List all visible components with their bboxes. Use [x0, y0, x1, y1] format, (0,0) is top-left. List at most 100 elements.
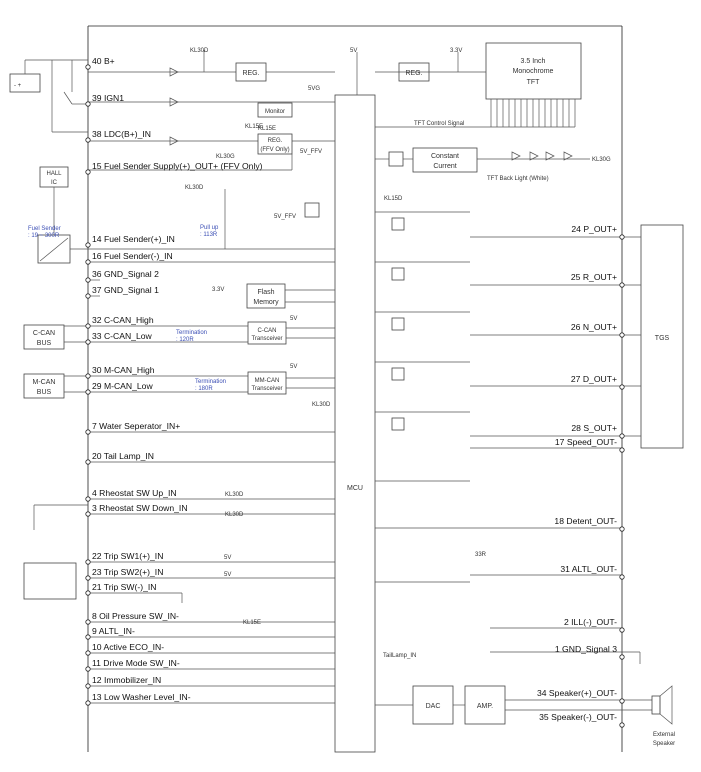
right-pin-label-26: 26 N_OUT+ — [571, 322, 617, 332]
right-pin-terminal — [619, 447, 625, 453]
svg-text:33R: 33R — [475, 552, 487, 558]
svg-text:C-CAN: C-CAN — [33, 330, 55, 337]
svg-text:TFT: TFT — [527, 79, 541, 86]
svg-text:KL30D: KL30D — [190, 48, 209, 54]
svg-text:: 19 ~ 300R: : 19 ~ 300R — [28, 233, 60, 239]
left-pin-terminal — [85, 590, 91, 596]
output-drivers — [375, 211, 641, 664]
svg-text:TFT Back Light (White): TFT Back Light (White) — [487, 176, 549, 182]
svg-text:5V: 5V — [224, 572, 231, 578]
svg-text:REG.: REG. — [405, 70, 422, 77]
tft-display-block: 3.5 Inch Monochrome TFT — [485, 42, 582, 127]
left-pin-label-30: 30 M-CAN_High — [92, 365, 155, 375]
svg-text:Fuel Sender: Fuel Sender — [28, 226, 61, 232]
left-pin-terminal — [85, 559, 91, 565]
svg-text:KL15D: KL15D — [384, 196, 403, 202]
left-pin-label-39: 39 IGN1 — [92, 93, 124, 103]
audio-section: DAC AMP. External Speaker — [375, 685, 675, 747]
right-pin-terminal — [619, 332, 625, 338]
svg-text:: 180R: : 180R — [195, 386, 213, 392]
svg-text:3.5 Inch: 3.5 Inch — [521, 58, 546, 65]
svg-text:KL30D: KL30D — [225, 492, 244, 498]
left-pin-label-10: 10 Active ECO_IN- — [92, 642, 164, 652]
right-pin-terminal — [619, 433, 625, 439]
svg-text:Termination: Termination — [195, 379, 226, 385]
right-pin-label-28: 28 S_OUT+ — [571, 423, 617, 433]
tft-control-label: TFT Control Signal — [414, 121, 464, 127]
svg-text:Transceiver: Transceiver — [251, 336, 282, 342]
mcu-block: MCU — [334, 94, 376, 753]
svg-text:KL15E: KL15E — [258, 126, 276, 132]
svg-text:KL30D: KL30D — [185, 185, 204, 191]
left-pin-terminal — [85, 373, 91, 379]
power-section: - + REG. REG. Monitor REG. (FFV Only) — [9, 50, 486, 171]
svg-text:BUS: BUS — [37, 340, 52, 347]
right-pin-terminal — [619, 698, 625, 704]
svg-text:Transceiver: Transceiver — [251, 386, 282, 392]
left-pin-label-4: 4 Rheostat SW Up_IN — [92, 488, 177, 498]
svg-text:TGS: TGS — [655, 335, 670, 342]
left-pin-terminal — [85, 339, 91, 345]
left-pin-label-21: 21 Trip SW(-)_IN — [92, 582, 156, 592]
svg-text:5V: 5V — [224, 555, 231, 561]
left-pin-label-16: 16 Fuel Sender(-)_IN — [92, 251, 173, 261]
left-pin-terminal — [85, 277, 91, 283]
left-pin-terminal — [85, 293, 91, 299]
left-pin-label-22: 22 Trip SW1(+)_IN — [92, 551, 163, 561]
svg-text:Pull up: Pull up — [200, 225, 219, 231]
right-pin-label-1: 1 GND_Signal 3 — [555, 644, 617, 654]
left-pin-terminal — [85, 666, 91, 672]
svg-text:Monitor: Monitor — [265, 109, 285, 115]
right-pin-terminal — [619, 384, 625, 390]
right-pin-label-2: 2 ILL(-)_OUT- — [564, 617, 617, 627]
left-pin-label-14: 14 Fuel Sender(+)_IN — [92, 234, 175, 244]
svg-text:KL30G: KL30G — [216, 154, 235, 160]
right-pin-label-35: 35 Speaker(-)_OUT- — [539, 712, 617, 722]
left-pin-terminal — [85, 259, 91, 265]
svg-text:: 120R: : 120R — [176, 337, 194, 343]
right-pin-label-17: 17 Speed_OUT- — [555, 437, 617, 447]
right-pin-label-24: 24 P_OUT+ — [571, 224, 617, 234]
svg-text:- +: - + — [14, 83, 22, 89]
left-pin-label-38: 38 LDC(B+)_IN — [92, 129, 151, 139]
left-pin-label-7: 7 Water Seperator_IN+ — [92, 421, 180, 431]
c-can-section: C-CAN BUS C-CAN Transceiver — [23, 321, 335, 350]
right-pin-terminal — [619, 282, 625, 288]
svg-text:HALL: HALL — [46, 171, 62, 177]
svg-text:BUS: BUS — [37, 389, 52, 396]
svg-text:Speaker: Speaker — [653, 741, 675, 747]
left-pin-terminal — [85, 429, 91, 435]
left-pin-terminal — [85, 511, 91, 517]
left-pin-terminal — [85, 242, 91, 248]
right-pin-terminal — [619, 526, 625, 532]
left-pin-label-8: 8 Oil Pressure SW_IN- — [92, 611, 179, 621]
right-pin-terminal — [619, 574, 625, 580]
left-pin-label-15: 15 Fuel Sender Supply(+)_OUT+ (FFV Only) — [92, 161, 263, 171]
svg-text:KL15E: KL15E — [243, 620, 261, 626]
right-pin-label-25: 25 R_OUT+ — [571, 272, 617, 282]
svg-text:5V: 5V — [290, 316, 297, 322]
left-pin-terminal — [85, 496, 91, 502]
svg-text:External: External — [653, 732, 675, 738]
left-pin-label-36: 36 GND_Signal 2 — [92, 269, 159, 279]
left-pin-terminal — [85, 64, 91, 70]
svg-text:Current: Current — [433, 163, 456, 170]
svg-text:MM-CAN: MM-CAN — [255, 378, 280, 384]
left-pin-terminal — [85, 169, 91, 175]
svg-text:5V: 5V — [290, 364, 297, 370]
svg-text:3.3V: 3.3V — [212, 287, 224, 293]
left-pin-terminal — [85, 619, 91, 625]
svg-text:Termination: Termination — [176, 330, 207, 336]
svg-text:REG.: REG. — [242, 70, 259, 77]
svg-text:5V_FFV: 5V_FFV — [300, 149, 322, 155]
svg-text:Constant: Constant — [431, 153, 459, 160]
input-wires — [23, 431, 335, 704]
svg-text:M-CAN: M-CAN — [33, 379, 56, 386]
right-pin-label-18: 18 Detent_OUT- — [554, 516, 617, 526]
svg-text:KL30D: KL30D — [225, 512, 244, 518]
backlight-section: Constant Current — [375, 147, 590, 173]
svg-text:Monochrome: Monochrome — [513, 68, 554, 75]
left-pin-label-11: 11 Drive Mode SW_IN- — [92, 658, 180, 668]
left-pin-terminal — [85, 459, 91, 465]
